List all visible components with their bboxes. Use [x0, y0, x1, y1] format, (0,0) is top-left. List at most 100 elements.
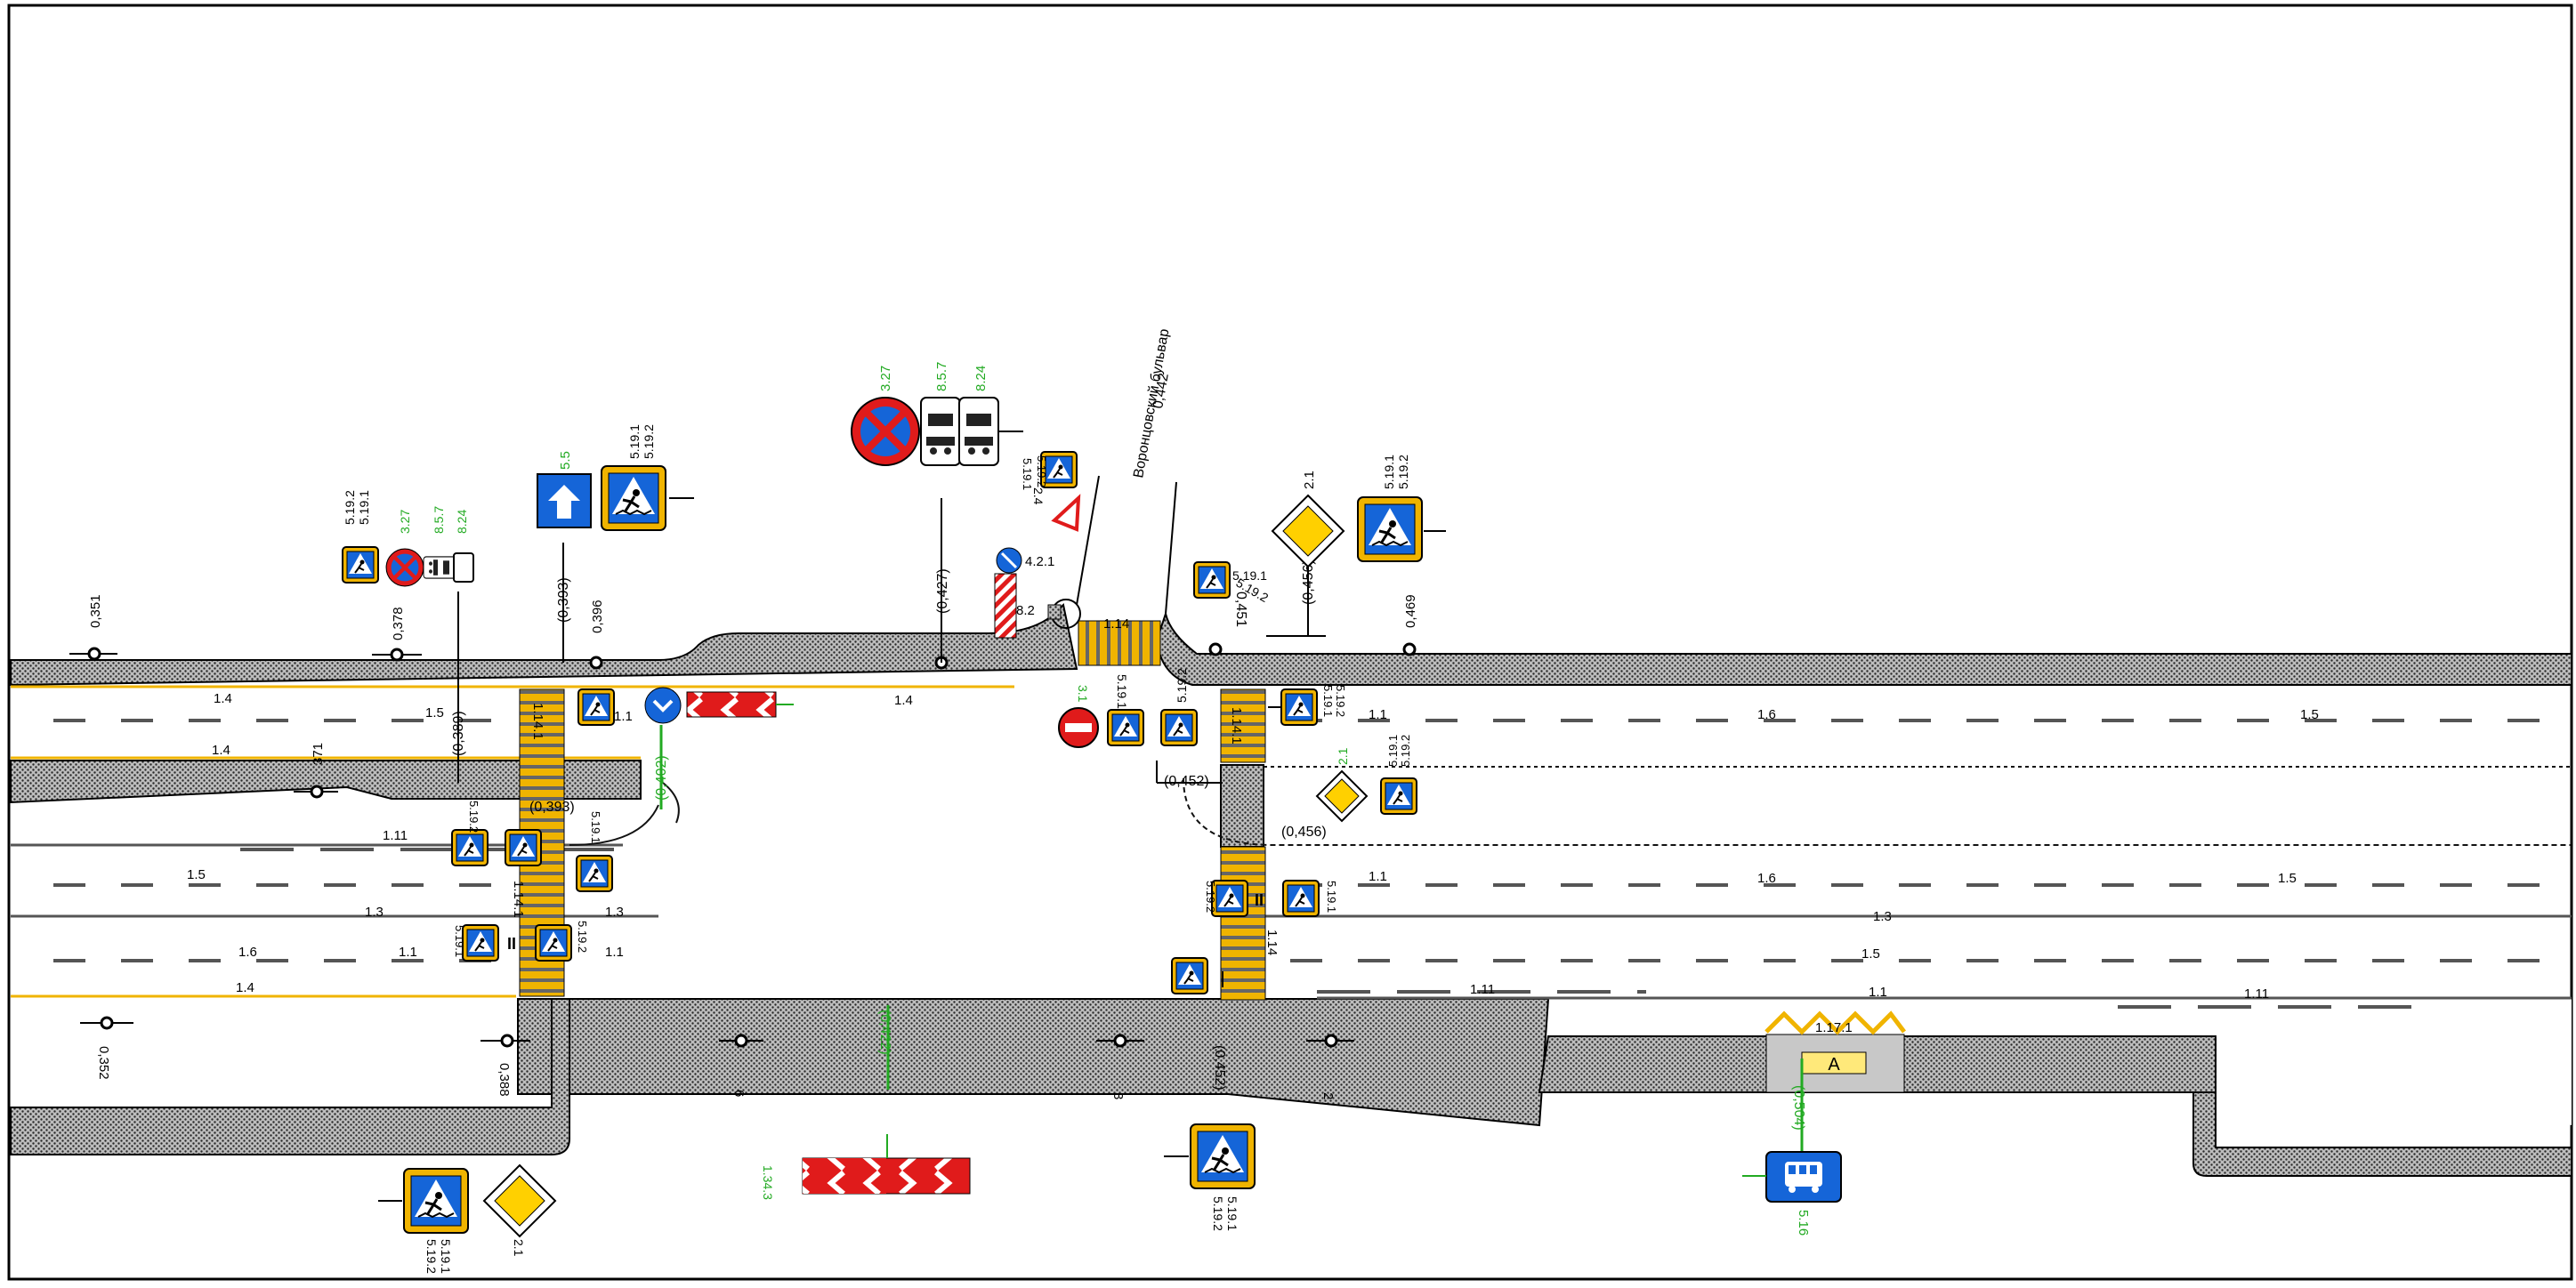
marking-1-3: 1.3	[365, 905, 384, 920]
sign-5-16: 5.16	[1796, 1210, 1811, 1236]
pedestrian-crossing-sign-small	[1280, 688, 1318, 726]
svg-text:5.19.1: 5.19.1	[1382, 455, 1396, 489]
pedestrian-crossing-sign	[1189, 1123, 1256, 1190]
marking-1-5: 1.5	[187, 867, 206, 882]
chainage-0-396: 0,396	[589, 600, 605, 670]
marking-1-4: 1.4	[214, 691, 232, 706]
pedestrian-crossing-sign-small	[505, 829, 542, 866]
no-entry-sign	[1058, 707, 1099, 748]
svg-text:5.19.2: 5.19.2	[1334, 685, 1347, 717]
pedestrian-crossing-sign	[1356, 495, 1424, 563]
chainage-0-456: (0,456)	[1281, 825, 1327, 840]
chainage-0-393: (0,393)	[556, 577, 571, 623]
crosswalk-side-street	[1078, 620, 1161, 666]
street-chainage: 0,442	[1151, 372, 1172, 409]
chainage-bottom-b: 3	[1096, 1034, 1144, 1099]
chainage-bottom-a: 6	[719, 1034, 763, 1097]
marking-1-5: 1.5	[425, 705, 444, 720]
svg-text:5.19.1: 5.19.1	[1325, 881, 1338, 913]
pedestrian-crossing-sign-small	[1282, 880, 1320, 917]
marking-1-1: 1.1	[605, 945, 624, 960]
pedestrian-crossing-sign	[402, 1167, 470, 1235]
chainage-0-393: (0,393)	[529, 800, 575, 815]
svg-text:5.19.2: 5.19.2	[576, 921, 589, 953]
svg-text:5.19.2: 5.19.2	[467, 801, 480, 833]
chainage-0-402: (0,402)	[654, 755, 669, 801]
svg-text:II: II	[507, 935, 516, 953]
svg-text:5.19.1: 5.19.1	[1021, 458, 1034, 490]
marking-1-6: 1.6	[1757, 707, 1776, 722]
tow-away-plate	[920, 397, 961, 466]
svg-text:8.24: 8.24	[973, 366, 989, 391]
svg-text:2.1: 2.1	[512, 1239, 526, 1257]
svg-text:3: 3	[1110, 1092, 1126, 1099]
chainage-0-469: 0,469	[1402, 594, 1418, 656]
dashed-lines	[53, 719, 2572, 1009]
pedestrian-crossing-sign	[600, 464, 667, 532]
give-way-sign	[1051, 494, 1081, 532]
chainage-0-352: 0,352	[80, 1016, 133, 1080]
tow-away-plate	[958, 397, 999, 466]
svg-text:5.5: 5.5	[558, 451, 573, 470]
svg-text:2: 2	[1320, 1092, 1336, 1099]
svg-text:5.19.2: 5.19.2	[1396, 455, 1410, 489]
chainage-371: 371	[294, 743, 338, 799]
chainage-0-422: (0,422)	[877, 1010, 892, 1055]
chainage-0-452: (0,452)	[1164, 774, 1209, 789]
svg-text:5.19.1: 5.19.1	[1225, 1196, 1240, 1231]
svg-text:5.19.1: 5.19.1	[1232, 568, 1267, 583]
svg-text:II: II	[1255, 891, 1264, 909]
svg-text:5.19.2: 5.19.2	[1399, 735, 1412, 767]
sign-1-34-3: 1.34.3	[761, 1165, 775, 1200]
sign-5-5: 5.5	[537, 451, 592, 528]
chainage-0-451: 0,451	[1233, 592, 1248, 627]
chainage-0-351: 0,351	[69, 594, 117, 661]
marking-1-14-1: 1.14.1	[1229, 707, 1244, 745]
marking-1-4: 1.4	[236, 980, 254, 995]
chainage-0-452: (0,452)	[1212, 1045, 1227, 1091]
svg-text:5.19.1: 5.19.1	[1321, 685, 1335, 717]
pedestrian-crossing-sign-small	[535, 924, 572, 962]
pedestrian-crossing-sign-small	[1193, 561, 1231, 599]
marking-1-5: 1.5	[1861, 946, 1880, 962]
marking-1-11: 1.11	[2244, 986, 2269, 1002]
svg-text:0,388: 0,388	[497, 1063, 512, 1097]
road-surface: A	[10, 602, 2572, 1177]
chevron-board-left	[686, 691, 777, 718]
svg-text:5.19.2: 5.19.2	[1204, 881, 1217, 913]
marking-1-4: 1.4	[894, 693, 913, 708]
pedestrian-crossing-sign-small	[576, 855, 613, 892]
marking-1-4: 1.4	[212, 743, 230, 758]
svg-text:8.24: 8.24	[455, 510, 469, 534]
pedestrian-crossing-sign-small	[1380, 777, 1417, 815]
bus-stop-zigzag-marking	[1764, 1010, 1906, 1035]
chainage-0-389: (0,389)	[451, 711, 466, 756]
svg-text:0,469: 0,469	[1403, 594, 1418, 628]
svg-text:4.2.1: 4.2.1	[1025, 554, 1054, 569]
chainage-0-456: (0,456)	[1301, 559, 1316, 605]
svg-text:5.19.2: 5.19.2	[1035, 455, 1048, 487]
pedestrian-crossing-sign-small	[577, 688, 615, 726]
crosswalk-east-north	[1220, 688, 1266, 763]
svg-text:5.19.2: 5.19.2	[642, 424, 656, 459]
marking-1-14: 1.14	[1103, 616, 1129, 632]
chainage-0-389: 0,388	[480, 1034, 530, 1097]
pedestrian-crossing-sign-small	[1160, 709, 1198, 746]
marking-1-11: 1.11	[383, 828, 408, 843]
marking-1-1: 1.1	[1869, 985, 1887, 1000]
svg-text:3.1: 3.1	[1076, 685, 1090, 703]
svg-text:2.1: 2.1	[1336, 747, 1350, 765]
svg-text:0,352: 0,352	[96, 1046, 111, 1080]
marking-1-3: 1.3	[1873, 909, 1892, 924]
marking-1-6: 1.6	[238, 945, 257, 960]
svg-text:5.19.2: 5.19.2	[1211, 1196, 1225, 1231]
no-stopping-sign	[386, 549, 424, 586]
svg-text:5.19.1: 5.19.1	[589, 811, 602, 843]
svg-text:8.5.7: 8.5.7	[934, 362, 949, 391]
svg-text:5.19.2: 5.19.2	[343, 490, 357, 525]
chainage-bottom-c: 2	[1306, 1034, 1354, 1099]
marking-1-1: 1.1	[399, 945, 417, 960]
marking-1-14: 1.14	[1264, 930, 1280, 955]
